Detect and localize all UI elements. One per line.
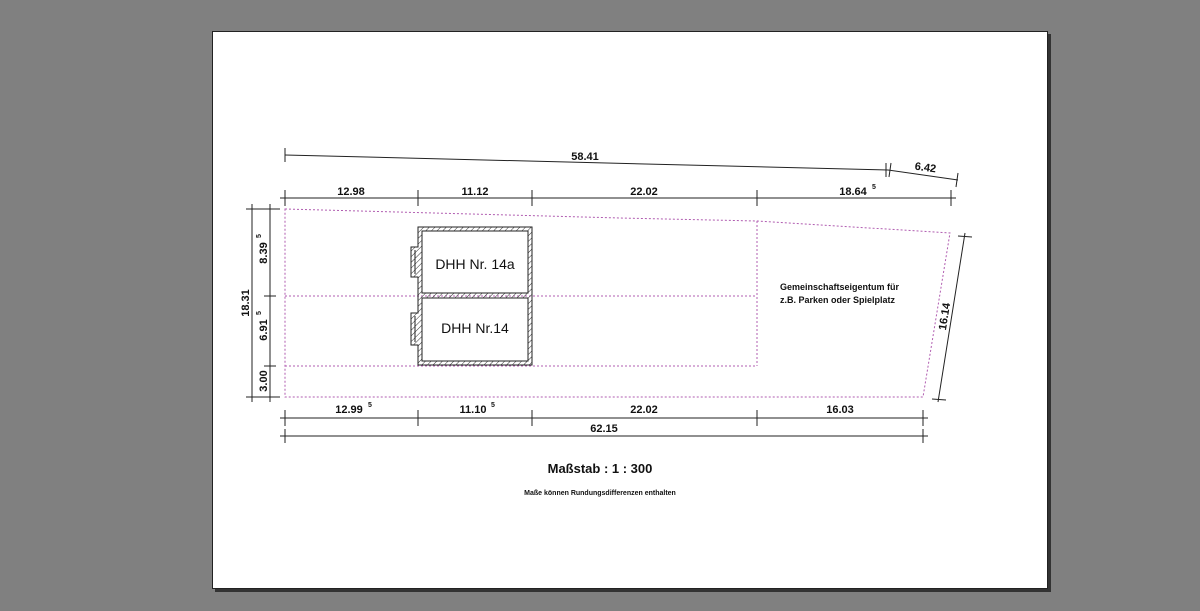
top-segment-dimension: 12.98 11.12 22.02 18.64 5 bbox=[280, 184, 956, 206]
rounding-note: Maße können Rundungsdifferenzen enthalte… bbox=[524, 490, 676, 497]
common-area-line-1: Gemeinschaftseigentum für bbox=[780, 282, 900, 292]
dim-bottom-2: 11.10 bbox=[460, 404, 487, 416]
dim-sup: 5 bbox=[368, 402, 372, 409]
dim-16-14: 16.14 bbox=[937, 301, 953, 331]
dim-top-3: 22.02 bbox=[630, 186, 658, 198]
left-dimension: 18.31 8.39 5 6.91 5 3.00 bbox=[240, 204, 280, 402]
dim-8-39: 8.39 bbox=[258, 242, 270, 263]
common-area-line-2: z.B. Parken oder Spielplatz bbox=[780, 295, 896, 305]
dim-sup: 5 bbox=[491, 402, 495, 409]
dim-top-1: 12.98 bbox=[337, 186, 365, 198]
bottom-dimension: 12.99 5 11.10 5 22.02 16.03 62.15 bbox=[280, 402, 928, 443]
dim-sup: 5 bbox=[256, 234, 263, 238]
dim-bottom-1: 12.99 bbox=[335, 404, 363, 416]
dim-sup: 5 bbox=[256, 311, 263, 315]
scale-label: Maßstab : 1 : 300 bbox=[548, 461, 653, 476]
dim-62-15: 62.15 bbox=[590, 423, 618, 435]
house-label-14: DHH Nr.14 bbox=[441, 320, 509, 336]
dim-top-2: 11.12 bbox=[462, 186, 489, 198]
dim-top-4: 18.64 bbox=[839, 186, 867, 198]
dim-6-91: 6.91 bbox=[258, 319, 270, 340]
dim-6-42: 6.42 bbox=[914, 161, 937, 176]
dim-3-00: 3.00 bbox=[258, 370, 270, 391]
dim-sup: 5 bbox=[872, 184, 876, 191]
top-overall-dimension: 58.41 6.42 bbox=[284, 148, 959, 188]
dim-18-31: 18.31 bbox=[240, 289, 252, 317]
house-label-14a: DHH Nr. 14a bbox=[435, 256, 515, 272]
semi-detached-house: DHH Nr. 14a DHH Nr.14 bbox=[410, 226, 533, 366]
right-dimension: 16.14 bbox=[931, 232, 973, 403]
dim-bottom-3: 22.02 bbox=[630, 404, 658, 416]
drawing-page bbox=[212, 31, 1048, 589]
dim-bottom-4: 16.03 bbox=[826, 404, 854, 416]
dim-58-41: 58.41 bbox=[571, 151, 599, 163]
